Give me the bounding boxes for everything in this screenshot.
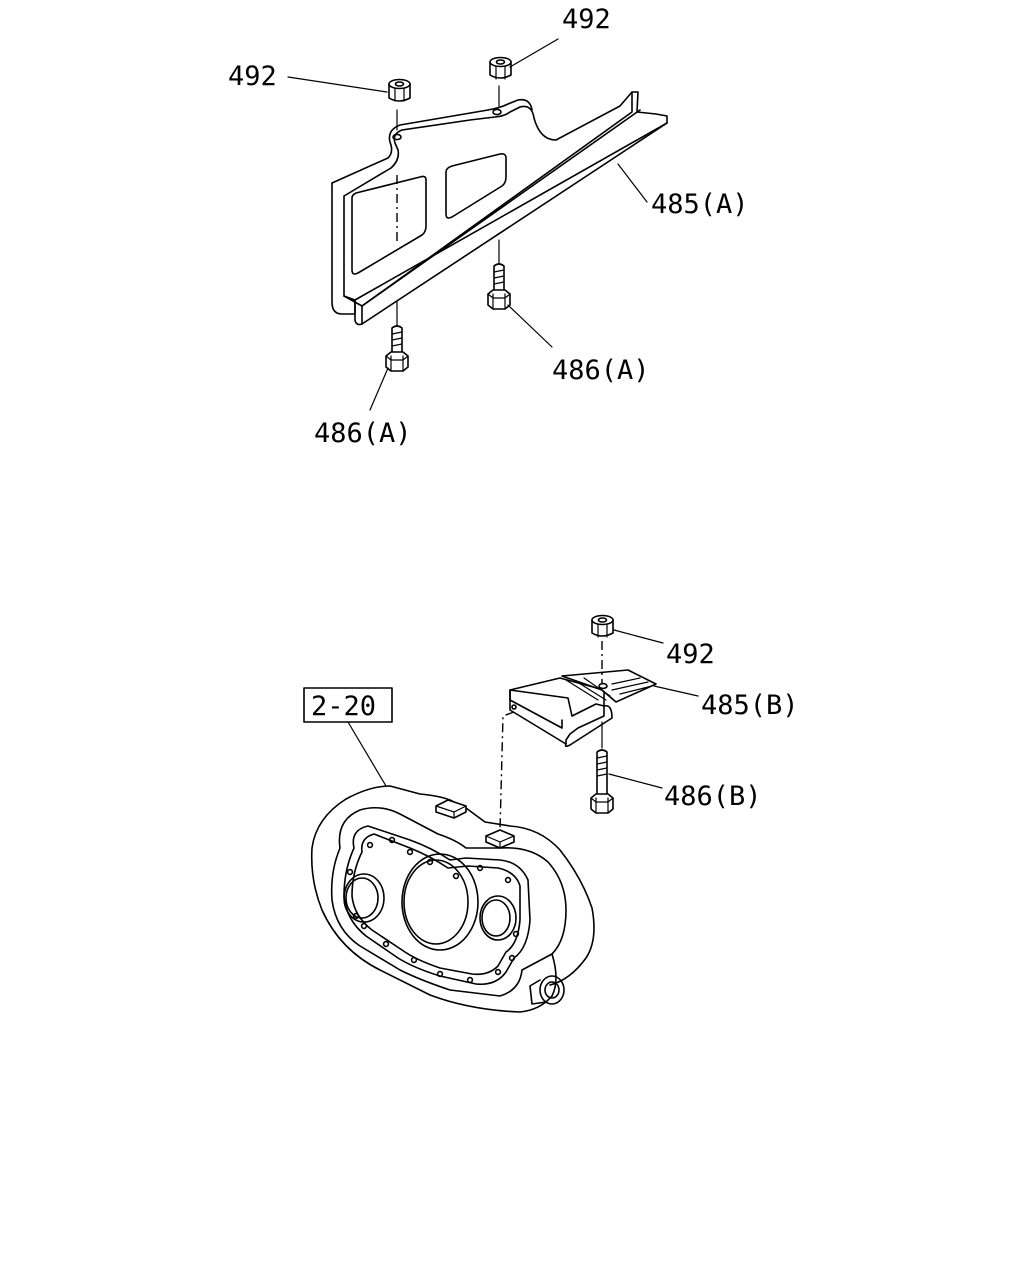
- label-485b: 485(B): [701, 690, 799, 721]
- align-dash-housing: [499, 711, 515, 831]
- label-485a: 485(A): [651, 189, 749, 220]
- leader-486a-right: [507, 304, 553, 348]
- bolt-486a-right: [487, 263, 511, 310]
- bracket-485b-assembly: 2-20: [303, 614, 799, 1013]
- leader-485a: [617, 163, 648, 203]
- label-486a-left: 486(A): [314, 418, 412, 449]
- leader-492-bottom: [613, 629, 664, 644]
- nut-492-bottom: [591, 614, 614, 638]
- bracket-485b: [509, 669, 657, 748]
- leader-492-right: [509, 38, 559, 68]
- bracket-485a-assembly: 492 492 485(A) 486(A) 486(A): [228, 4, 749, 449]
- nut-492-top-right: [489, 56, 512, 80]
- label-492-top-left: 492: [228, 61, 277, 92]
- label-486b: 486(B): [664, 781, 762, 812]
- leader-486b: [608, 773, 663, 789]
- bolt-486a-left: [385, 325, 409, 372]
- label-492-bottom: 492: [666, 639, 715, 670]
- leader-485b: [653, 685, 699, 697]
- leader-2-20: [347, 721, 387, 787]
- gear-housing: [310, 785, 595, 1013]
- leader-492-left: [287, 76, 388, 93]
- bolt-486b: [590, 749, 614, 814]
- label-486a-right: 486(A): [552, 355, 650, 386]
- nut-492-top-left: [388, 78, 411, 102]
- bracket-485a: [331, 91, 668, 326]
- label-2-20: 2-20: [311, 691, 376, 722]
- leader-486a-left: [369, 367, 389, 411]
- reference-box-2-20: 2-20: [303, 687, 393, 723]
- label-492-top-right: 492: [562, 4, 611, 35]
